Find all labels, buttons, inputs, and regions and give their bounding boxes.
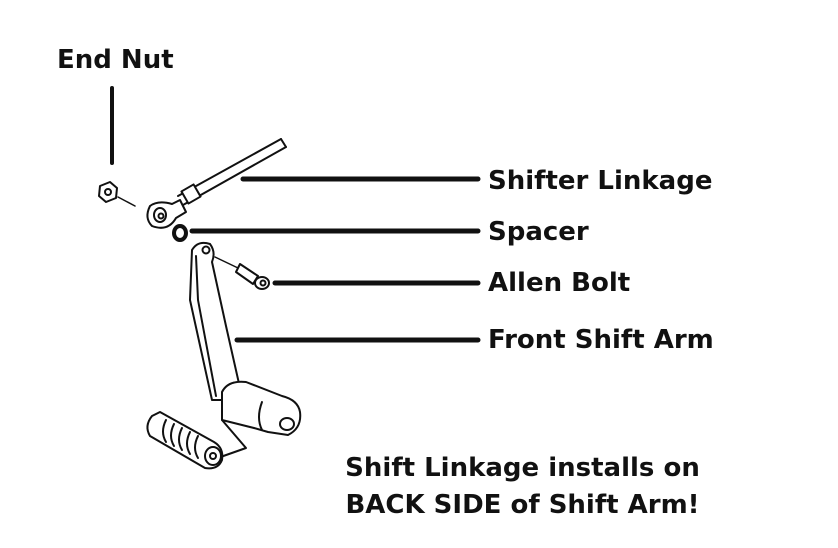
shifter-linkage-part <box>146 138 287 229</box>
label-front-shift-arm: Front Shift Arm <box>488 325 714 355</box>
install-note-line-2: BACK SIDE of Shift Arm! <box>345 490 700 520</box>
label-end-nut: End Nut <box>57 45 174 75</box>
label-spacer: Spacer <box>488 217 589 247</box>
label-shifter-linkage: Shifter Linkage <box>488 166 713 196</box>
allen-bolt-part <box>214 256 270 290</box>
end-nut-part <box>98 181 136 207</box>
label-allen-bolt: Allen Bolt <box>488 268 631 298</box>
install-note-line-1: Shift Linkage installs on <box>345 453 700 483</box>
foot-peg-part <box>146 411 224 470</box>
front-shift-arm-part <box>189 241 302 461</box>
spacer-part <box>172 224 188 242</box>
install-note: Shift Linkage installs on BACK SIDE of S… <box>300 450 745 524</box>
